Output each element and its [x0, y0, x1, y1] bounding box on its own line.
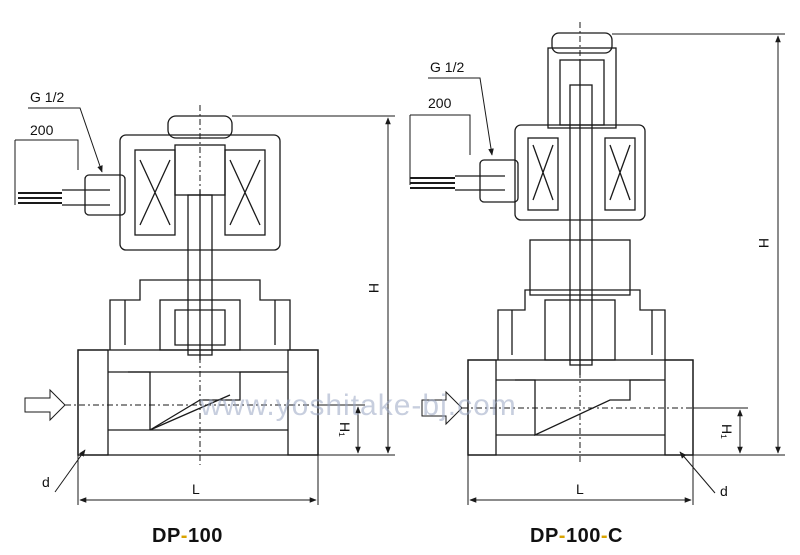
dp100c-length-label: L	[576, 481, 584, 497]
dp100c-height-label: H	[756, 238, 772, 248]
dp100c-top-cap	[551, 32, 613, 54]
dp100c-diameter-label: d	[720, 483, 728, 499]
dp100-lead-length-label: 200	[30, 122, 54, 138]
dp100-caption: DP-100	[152, 525, 223, 548]
dp100-caption-suffix: 100	[187, 525, 223, 547]
dp100-length-label: L	[192, 481, 200, 497]
dp100c-caption-suffix: 100	[565, 525, 601, 547]
dp100c-thread-label: G 1/2	[430, 59, 464, 75]
dp100-caption-prefix: DP	[152, 525, 181, 547]
dp100-height-label: H	[366, 283, 382, 293]
dp100-caption-separator: -	[180, 525, 188, 547]
dp100c-caption-separator: -	[558, 525, 566, 547]
watermark: www.yoshitake-bj.com	[199, 389, 517, 422]
dp100c-height1-label: H₁	[719, 424, 735, 439]
dp100-thread-label: G 1/2	[30, 89, 64, 105]
dp100c-caption: DP-100-C	[530, 525, 623, 548]
dp100c-dimensions	[409, 22, 785, 505]
dp100-height1-label: H₁	[337, 422, 353, 437]
dp100c-dimension-text: G 1/2 200 H H₁ L d	[428, 59, 772, 499]
dp100c-lead-length-label: 200	[428, 95, 452, 111]
dp100c-caption-suffix2: C	[608, 525, 623, 547]
dp100-diameter-label: d	[42, 474, 50, 490]
dp100-dimensions	[14, 105, 395, 505]
dp100c-caption-separator2: -	[600, 525, 609, 547]
dp100-dimension-text: G 1/2 200 H H₁ L d	[30, 89, 382, 497]
dp100c-bonnet	[497, 289, 666, 360]
dp100c-caption-prefix: DP	[530, 525, 559, 547]
